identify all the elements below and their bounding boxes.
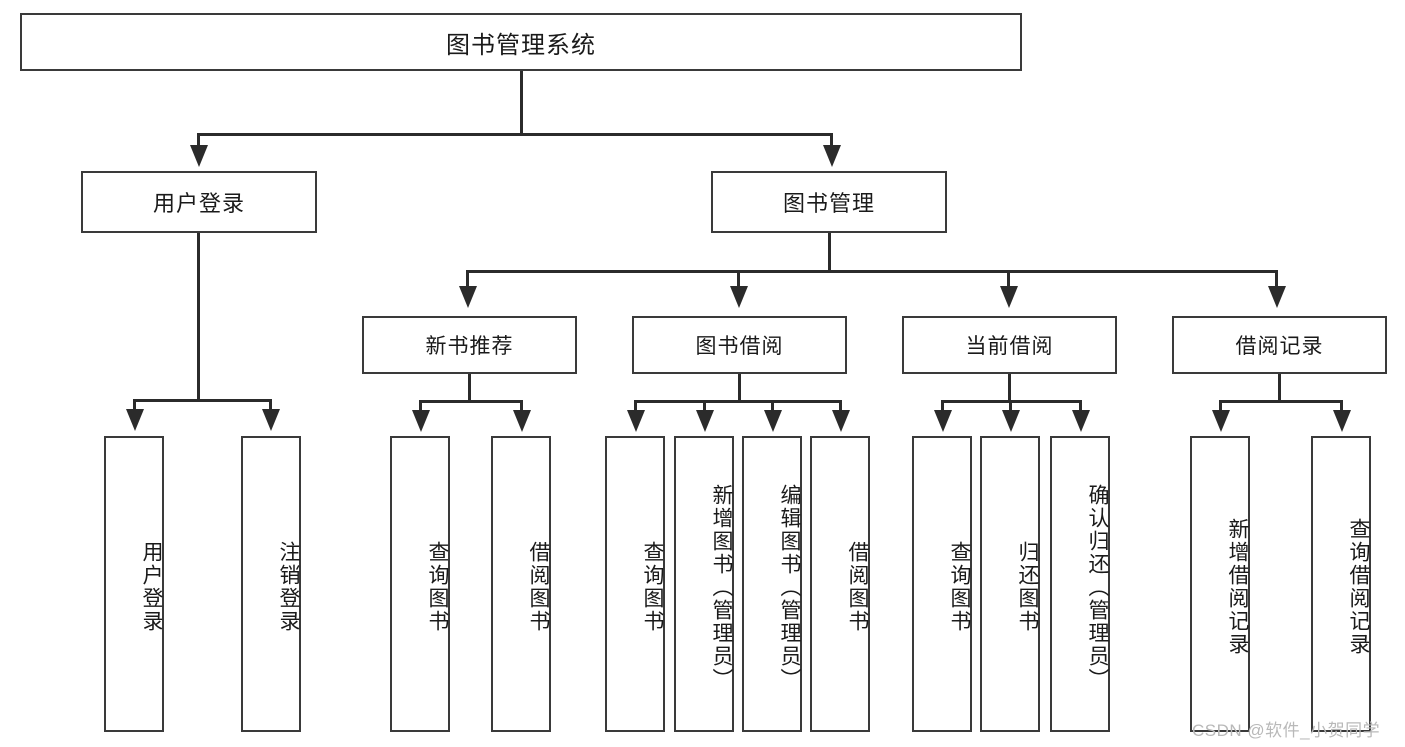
leaf-nb-borrow-book[interactable]: 借阅图书 xyxy=(491,436,551,732)
arrowhead-bb-leaf-1 xyxy=(627,410,645,432)
leaf-user-login[interactable]: 用户登录 xyxy=(104,436,164,732)
connector-root-to-user-login xyxy=(197,133,200,147)
arrowhead-book-manage xyxy=(823,145,841,167)
connector-user-login-to-leaf-1 xyxy=(133,399,136,411)
leaf-bb-add-book-admin[interactable]: 新增图书（管理员） xyxy=(674,436,734,732)
arrowhead-new-book xyxy=(459,286,477,308)
node-label: 新增借阅记录 xyxy=(1226,518,1249,656)
node-borrow-record[interactable]: 借阅记录 xyxy=(1172,316,1387,374)
connector-book-manage-bar xyxy=(466,270,1278,273)
connector-user-login-to-leaf-2 xyxy=(269,399,272,411)
connector-bb-leaf-2 xyxy=(703,400,706,412)
node-label: 图书借阅 xyxy=(695,335,784,358)
connector-to-borrow-record xyxy=(1275,270,1278,288)
connector-new-book-leaf-1 xyxy=(419,400,422,412)
connector-cb-leaf-2 xyxy=(1009,400,1012,412)
arrowhead-leaf-logout xyxy=(262,409,280,431)
watermark-text: CSDN @软件_小贺同学 xyxy=(1192,721,1381,740)
leaf-br-add-record[interactable]: 新增借阅记录 xyxy=(1190,436,1250,732)
connector-bb-leaf-4 xyxy=(839,400,842,412)
connector-book-manage-stem xyxy=(828,233,831,272)
leaf-cb-query-book[interactable]: 查询图书 xyxy=(912,436,972,732)
node-label: 借阅图书 xyxy=(846,541,869,633)
connector-user-login-stem xyxy=(197,233,200,401)
connector-bb-leaf-1 xyxy=(634,400,637,412)
leaf-cb-return-book[interactable]: 归还图书 xyxy=(980,436,1040,732)
connector-to-book-borrow xyxy=(737,270,740,288)
arrowhead-book-borrow xyxy=(730,286,748,308)
node-label: 查询借阅记录 xyxy=(1347,518,1370,656)
arrowhead-br-leaf-2 xyxy=(1333,410,1351,432)
connector-bb-leaf-3 xyxy=(771,400,774,412)
arrowhead-nb-leaf-1 xyxy=(412,410,430,432)
arrowhead-bb-leaf-3 xyxy=(764,410,782,432)
leaf-cb-confirm-return-admin[interactable]: 确认归还（管理员） xyxy=(1050,436,1110,732)
node-label: 编辑图书（管理员） xyxy=(778,483,801,691)
arrowhead-bb-leaf-4 xyxy=(832,410,850,432)
connector-root-to-book-manage xyxy=(830,133,833,147)
leaf-bb-query-book[interactable]: 查询图书 xyxy=(605,436,665,732)
node-label: 注销登录 xyxy=(277,541,300,633)
arrowhead-cb-leaf-3 xyxy=(1072,410,1090,432)
arrowhead-user-login xyxy=(190,145,208,167)
connector-borrow-record-stem xyxy=(1278,374,1281,402)
node-label: 归还图书 xyxy=(1016,541,1039,633)
node-label: 新书推荐 xyxy=(425,335,514,358)
arrowhead-borrow-record xyxy=(1268,286,1286,308)
node-label: 查询图书 xyxy=(426,541,449,633)
node-current-borrow[interactable]: 当前借阅 xyxy=(902,316,1117,374)
node-label: 图书管理系统 xyxy=(446,31,596,59)
node-label: 查询图书 xyxy=(641,541,664,633)
node-label: 借阅记录 xyxy=(1235,335,1324,358)
arrowhead-cb-leaf-2 xyxy=(1002,410,1020,432)
node-label: 图书管理 xyxy=(782,191,875,216)
node-new-book-recommend[interactable]: 新书推荐 xyxy=(362,316,577,374)
leaf-bb-edit-book-admin[interactable]: 编辑图书（管理员） xyxy=(742,436,802,732)
node-label: 当前借阅 xyxy=(965,335,1054,358)
arrowhead-cb-leaf-1 xyxy=(934,410,952,432)
node-book-borrow[interactable]: 图书借阅 xyxy=(632,316,847,374)
connector-cb-leaf-3 xyxy=(1079,400,1082,412)
node-book-manage[interactable]: 图书管理 xyxy=(711,171,947,233)
connector-root-bar xyxy=(197,133,833,136)
node-label: 确认归还（管理员） xyxy=(1086,483,1109,691)
connector-to-new-book xyxy=(466,270,469,288)
node-label: 用户登录 xyxy=(140,541,163,633)
leaf-br-query-record[interactable]: 查询借阅记录 xyxy=(1311,436,1371,732)
node-user-login[interactable]: 用户登录 xyxy=(81,171,317,233)
node-root-system[interactable]: 图书管理系统 xyxy=(20,13,1022,71)
connector-user-login-bar xyxy=(133,399,272,402)
connector-to-current-borrow xyxy=(1007,270,1010,288)
arrowhead-leaf-user-login xyxy=(126,409,144,431)
node-label: 用户登录 xyxy=(152,191,245,216)
connector-book-borrow-stem xyxy=(738,374,741,402)
connector-br-leaf-2 xyxy=(1340,400,1343,412)
leaf-nb-query-book[interactable]: 查询图书 xyxy=(390,436,450,732)
connector-br-leaf-1 xyxy=(1219,400,1222,412)
connector-borrow-record-bar xyxy=(1219,400,1343,403)
connector-cb-leaf-1 xyxy=(941,400,944,412)
leaf-logout[interactable]: 注销登录 xyxy=(241,436,301,732)
connector-new-book-leaf-2 xyxy=(520,400,523,412)
connector-current-borrow-stem xyxy=(1008,374,1011,402)
connector-root-stem xyxy=(520,71,523,135)
node-label: 借阅图书 xyxy=(527,541,550,633)
node-label: 查询图书 xyxy=(948,541,971,633)
node-label: 新增图书（管理员） xyxy=(710,483,733,691)
arrowhead-br-leaf-1 xyxy=(1212,410,1230,432)
arrowhead-current-borrow xyxy=(1000,286,1018,308)
connector-book-borrow-bar xyxy=(634,400,842,403)
arrowhead-nb-leaf-2 xyxy=(513,410,531,432)
leaf-bb-borrow-book[interactable]: 借阅图书 xyxy=(810,436,870,732)
connector-new-book-stem xyxy=(468,374,471,402)
connector-new-book-bar xyxy=(419,400,523,403)
arrowhead-bb-leaf-2 xyxy=(696,410,714,432)
